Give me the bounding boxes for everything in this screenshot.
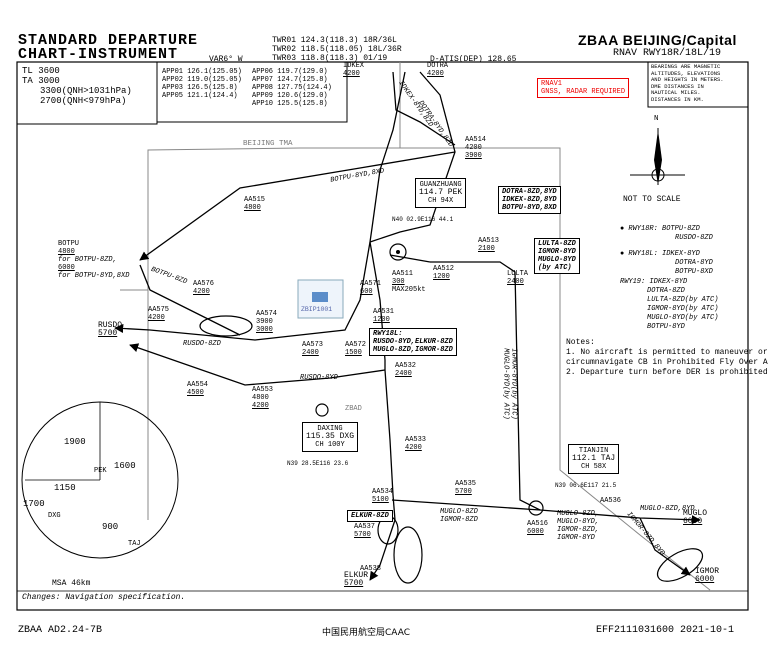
tower-freq-1: TWR01 124.3(118.3) 18R/36L [272,36,397,45]
tower-freq-2: TWR02 118.5(118.05) 18L/36R [272,45,402,54]
taj-coord: N39 06.6E117 21.5 [555,482,617,489]
route-label-muglo-igmor-8zd: MUGLO-8ZD IGMOR-8ZD [440,508,478,524]
magnetic-variation: VAR6° W [209,55,243,64]
footer-right: EFF2111031600 2021-10-1 [596,625,735,636]
changes-note: Changes: Navigation specification. [22,593,186,602]
route-label-muglo-list: MUGLO-8ZD, MUGLO-8YD, IGMOR-8ZD, IGMOR-8… [557,510,600,542]
approach-freqs-2: APP06 119.7(129.0)APP07 124.7(125.8)APP0… [252,68,332,108]
qnh-high: 3300(QNH>1031hPa) [40,86,132,96]
tower-freq-3: TWR03 118.8(118.3) 01/19 [272,54,388,63]
footer-left: ZBAA AD2.24-7B [18,625,103,636]
dxg-coord: N39 28.5E116 23.6 [287,460,349,467]
notes: Notes: 1. No aircraft is permitted to ma… [566,338,768,377]
msa-taj: TAJ [128,540,141,548]
wp-aa538: AA538 [360,565,382,573]
msa-900: 900 [102,522,119,532]
route-label-rusdo-8zd: RUSDO-8ZD [183,340,221,348]
msa-1150: 1150 [54,483,76,493]
airport-name: ZBAA BEIJING/Capital [578,32,737,48]
transition-altitude: TA 3000 [22,76,60,86]
footer-center: 中国民用航空局CAAC [322,628,410,638]
msa-1900: 1900 [64,437,86,447]
route-label-igmor-muglo: IGMOR-8YD(by ATC) [509,348,518,420]
route-label-rusdo-8yd: RUSDO-8YD [300,374,338,382]
rnav-runways: RNAV RWY18R/18L/19 [613,48,722,59]
route-label-muglo-8yd: MUGLO-8YD(by ATC) [501,348,510,420]
pek-coord: N40 02.9E116 44.1 [392,216,454,223]
approach-freqs-1: APP01 126.1(125.05)APP02 119.0(125.05)AP… [162,68,242,100]
chart-subtitle: CHART-INSTRUMENT [18,46,179,63]
msa-pek: PEK [94,467,107,475]
transition-level: TL 3600 [22,66,60,76]
msa-label: MSA 46km [52,579,91,588]
wp-aa536: AA536 [600,497,622,505]
qnh-low: 2700(QNH<979hPa) [40,96,127,106]
msa-dxg: DXG [48,512,61,520]
atis-freq: D-ATIS(DEP) 128.65 [430,55,517,64]
elkur-route-box: ELKUR-8ZD [347,510,393,522]
north-label: N [654,115,659,123]
tma-label: BEIJING TMA [243,140,293,148]
msa-1700: 1700 [23,499,45,509]
msa-1600: 1600 [114,461,136,471]
legend-rwy18l: ● RWY18L: IDKEX-8YD DOTRA-8YD BOTPU-8XD [620,250,713,276]
zbad-label: ZBAD [345,405,362,413]
legend-rwy18r: ● RWY18R: BOTPU-8ZD RUSDO-8ZD [620,225,713,242]
legend-rwy19: RWY19: IDKEX-8YD DOTRA-8ZD LULTA-8ZD(by … [620,278,719,331]
zbip-label: ZBIP1001 [301,306,333,313]
chart-title: STANDARD DEPARTURE [18,32,199,49]
not-to-scale: NOT TO SCALE [623,195,681,204]
route-label-muglo-8zd: MUGLO-8ZD,8YD [640,505,695,513]
